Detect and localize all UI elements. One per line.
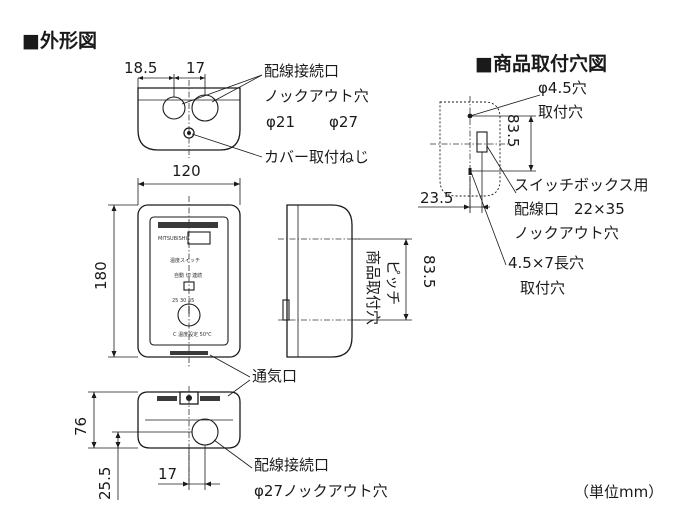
vent-slot-1 [157,396,177,401]
dim-height-180: 180 [92,261,110,290]
dim-width-120: 120 [172,162,201,180]
outline-title: ■外形図 [22,29,97,52]
side-view [278,204,412,358]
pitch-label-1: 商品取付穴 [364,250,382,325]
front-view: MITSUBISHI 温度スイッチ 自動 切 連続 25 30 35 C 温度設… [108,178,251,378]
mounting-view [418,94,541,266]
switchbox-label-1: スイッチボックス用 [514,176,649,194]
panel-footer: C 温度設定 50℃ [173,331,212,338]
bottom-view [88,379,253,500]
mounting-title: ■商品取付穴図 [475,52,607,75]
front-display [187,231,211,245]
wiring-port-top-label: 配線接続口 [264,62,339,80]
cover-screw-head [187,131,191,135]
dim-mount-23-5: 23.5 [420,189,453,207]
vent-label: 通気口 [252,367,297,385]
mount-hole-label-1: 取付穴 [538,103,583,121]
dia-27-label: φ27 [329,113,358,131]
side-body [286,204,353,358]
mount-hole-label-2: 取付穴 [520,279,565,297]
dim-mount-83-5: 83.5 [504,114,522,147]
dim-depth-76: 76 [72,417,90,436]
mounting-outline [439,101,501,197]
vent-slot-front [170,351,208,355]
switchbox-label-3: ノックアウト穴 [514,224,619,242]
front-top-strip [158,222,218,228]
vent-slot-2 [200,396,220,401]
dim-17-top: 17 [186,59,205,77]
dim-pitch-83-5-side: 83.5 [420,255,438,288]
panel-caption: 温度スイッチ [170,257,200,264]
mode-labels: 自動 切 連続 [174,272,202,279]
dim-25-5: 25.5 [96,467,114,500]
dim-18-5: 18.5 [124,59,157,77]
dim-17-bottom: 17 [158,465,177,483]
brand-text: MITSUBISHI [158,236,187,242]
mount-long-hole [468,168,472,175]
knockout-hole-label: ノックアウト穴 [264,87,369,105]
switchbox-knockout [476,131,488,153]
long-hole-label: 4.5×7長穴 [508,254,584,272]
dial-labels: 25 30 35 [172,298,194,304]
unit-label: （単位mm） [574,483,663,501]
pitch-label-2: ピッチ [384,260,402,305]
mount-hole-dia-label: φ4.5穴 [538,79,587,97]
switchbox-label-2: 配線口 22×35 [514,200,625,218]
wiring-port-bottom-label: 配線接続口 [254,456,329,474]
dia-21-label: φ21 [266,113,295,131]
top-view: 18.5 17 [124,59,263,158]
cover-screw-label: カバー取付ねじ [264,148,369,166]
knockout-27-label: φ27ノックアウト穴 [254,482,388,500]
